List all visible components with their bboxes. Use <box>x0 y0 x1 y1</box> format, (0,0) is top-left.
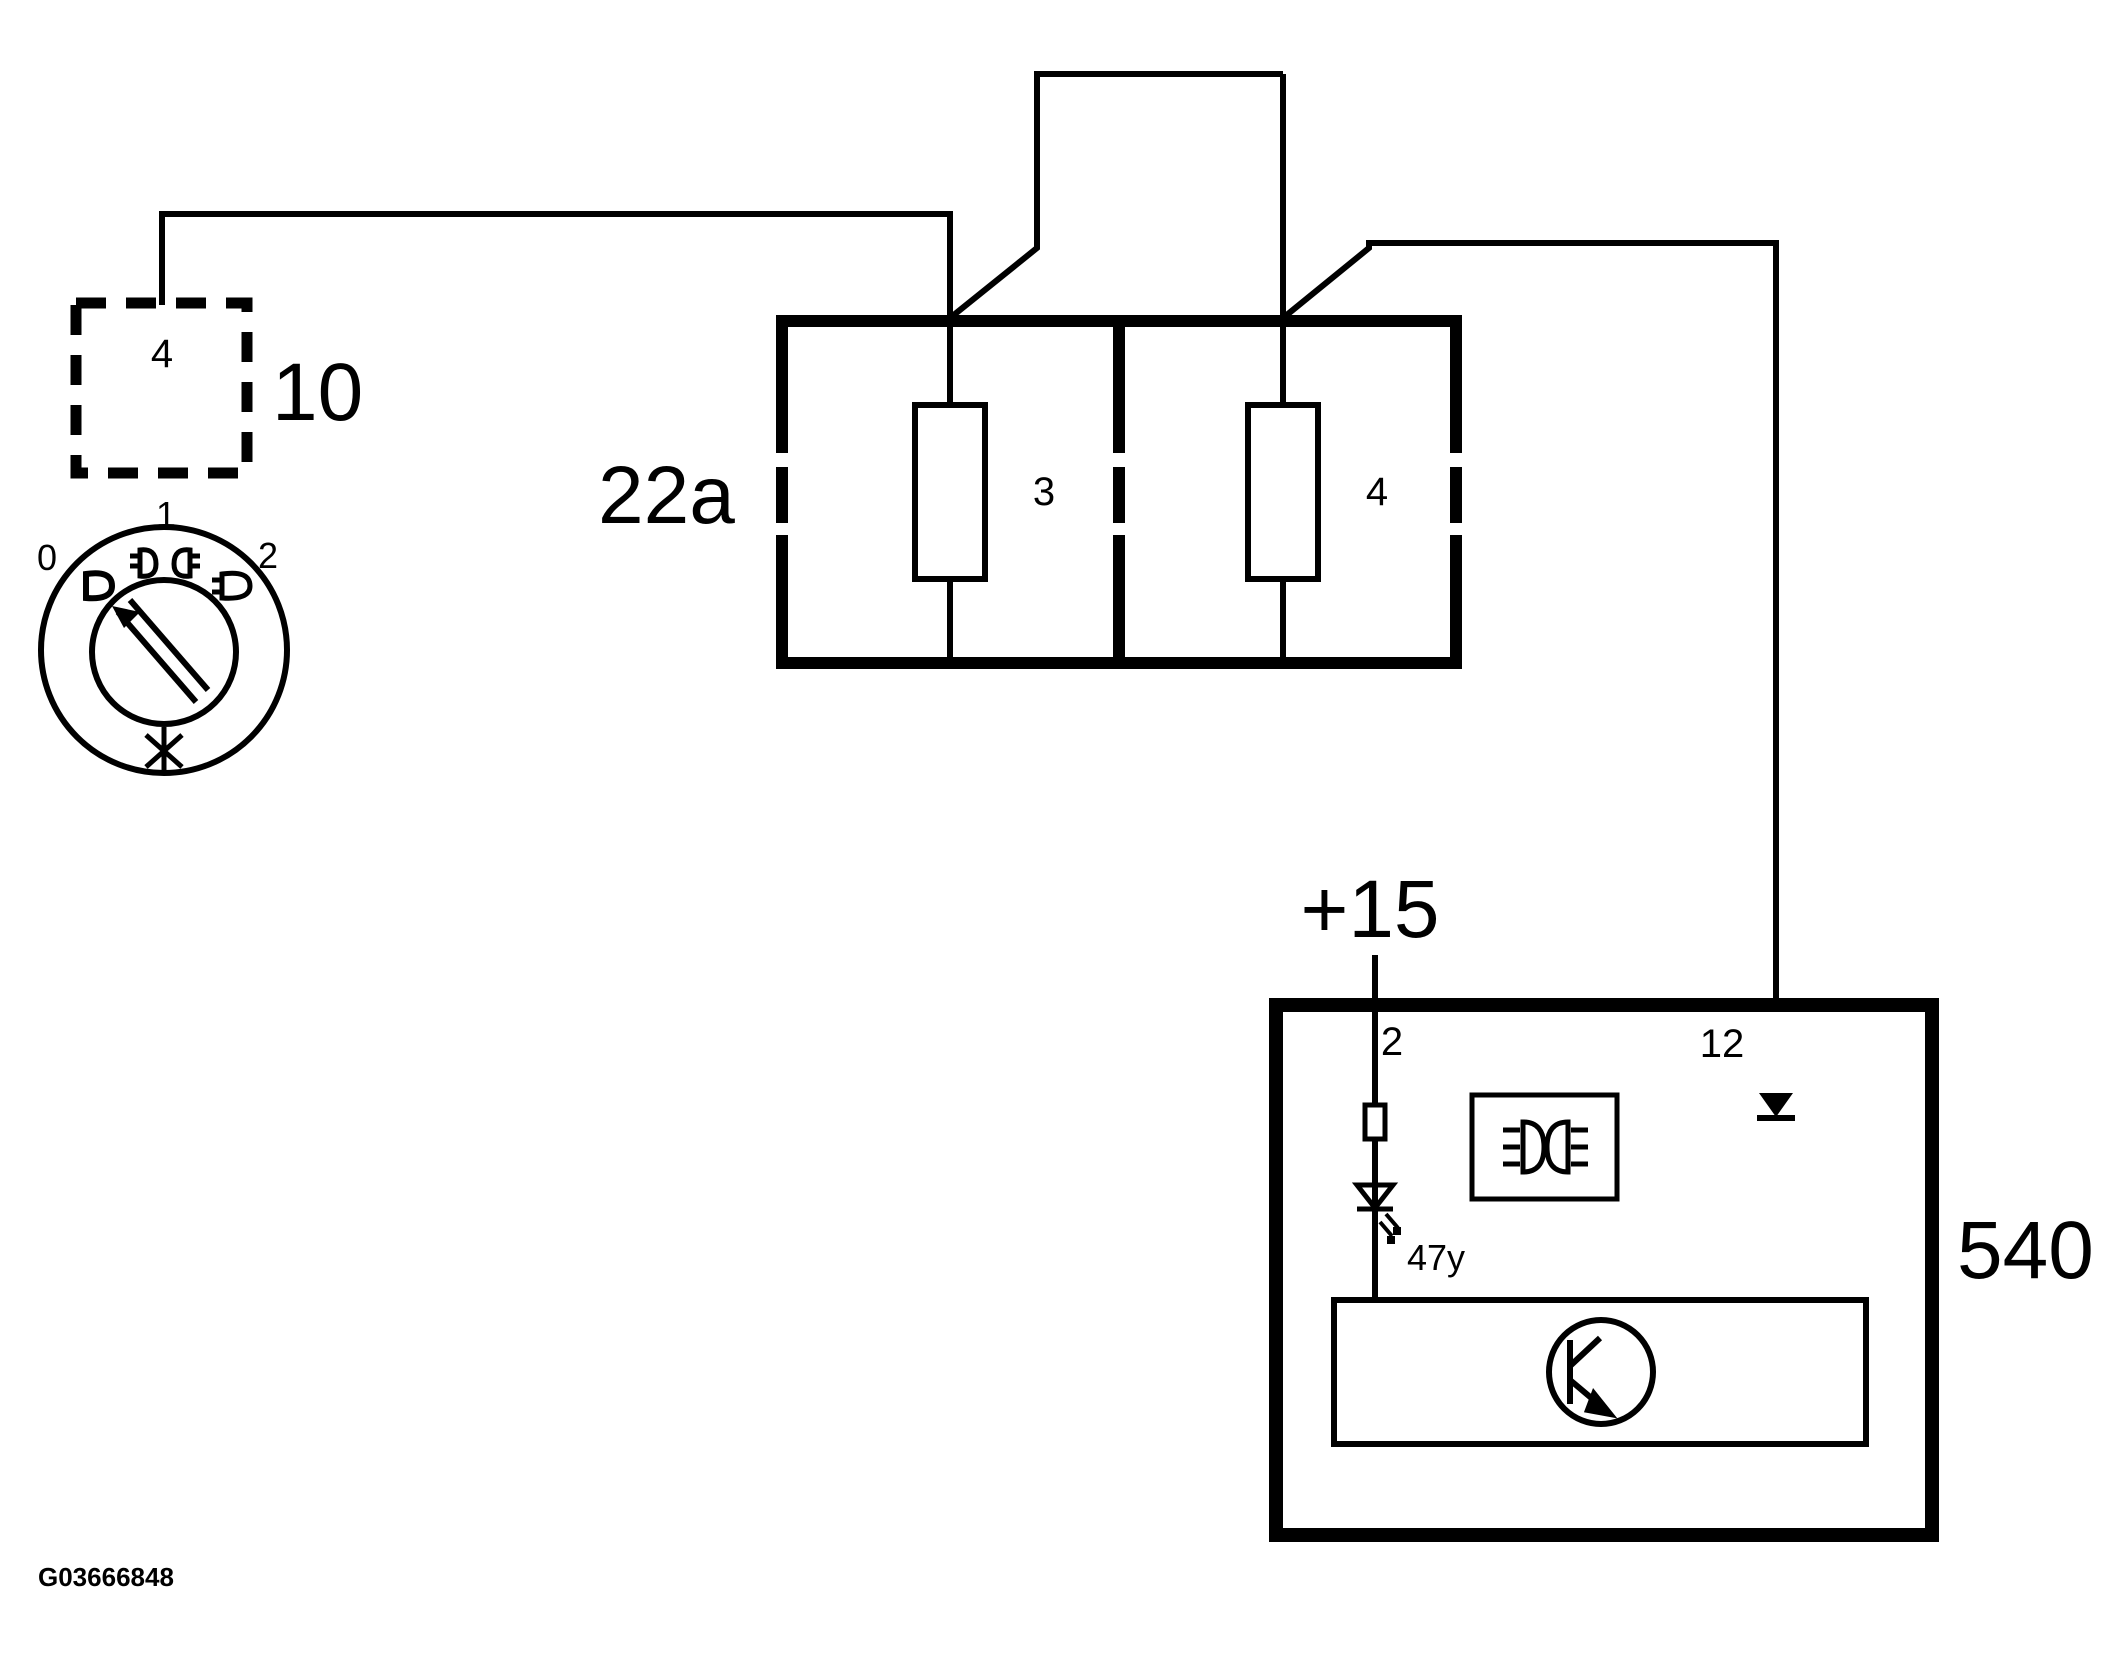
wire-fuse-4-to-module <box>1281 240 1779 1005</box>
switch-component-label: 10 <box>272 347 363 438</box>
switch-pin-label: 4 <box>151 332 173 376</box>
diode <box>1757 1093 1795 1121</box>
star-marker-icon <box>144 727 184 775</box>
fuse-3-label: 3 <box>1033 470 1055 514</box>
low-beam-icon <box>130 547 200 579</box>
fuse-box-22a: 22a 3 4 <box>598 74 1462 669</box>
module-pin-2-label: 2 <box>1381 1020 1403 1064</box>
fuse-4-label: 4 <box>1366 470 1388 514</box>
module-540: 540 2 12 47y <box>1269 998 2094 1542</box>
figure-id: G03666848 <box>38 1562 174 1592</box>
high-beam-icon <box>212 570 253 601</box>
driver-block <box>1331 1297 1869 1447</box>
switch-pos-1: 1 <box>156 494 176 535</box>
switch-pointer-icon <box>112 606 140 628</box>
transistor-icon <box>1546 1317 1656 1427</box>
fuse-4 <box>1245 402 1321 582</box>
rotary-light-switch: 0 1 2 <box>37 494 290 776</box>
resistor <box>1362 1102 1388 1142</box>
parking-light-icon <box>83 570 116 602</box>
module-pin-12-label: 12 <box>1700 1022 1745 1066</box>
headlight-indicator-icon <box>1469 1092 1620 1202</box>
module-label: 540 <box>1957 1205 2094 1296</box>
led-label: 47y <box>1407 1237 1465 1278</box>
fuse-box-label: 22a <box>598 450 735 541</box>
switch-pos-0: 0 <box>37 537 57 578</box>
wire-switch-to-fuse-3 <box>159 211 953 318</box>
switch-connector-10: 4 10 <box>70 297 363 479</box>
supply-label: +15 <box>1300 864 1439 955</box>
switch-pos-2: 2 <box>258 535 278 576</box>
fuse-3 <box>912 402 988 582</box>
led-47y <box>1351 1182 1401 1244</box>
wire-feed-fuse-3 <box>948 71 1283 321</box>
